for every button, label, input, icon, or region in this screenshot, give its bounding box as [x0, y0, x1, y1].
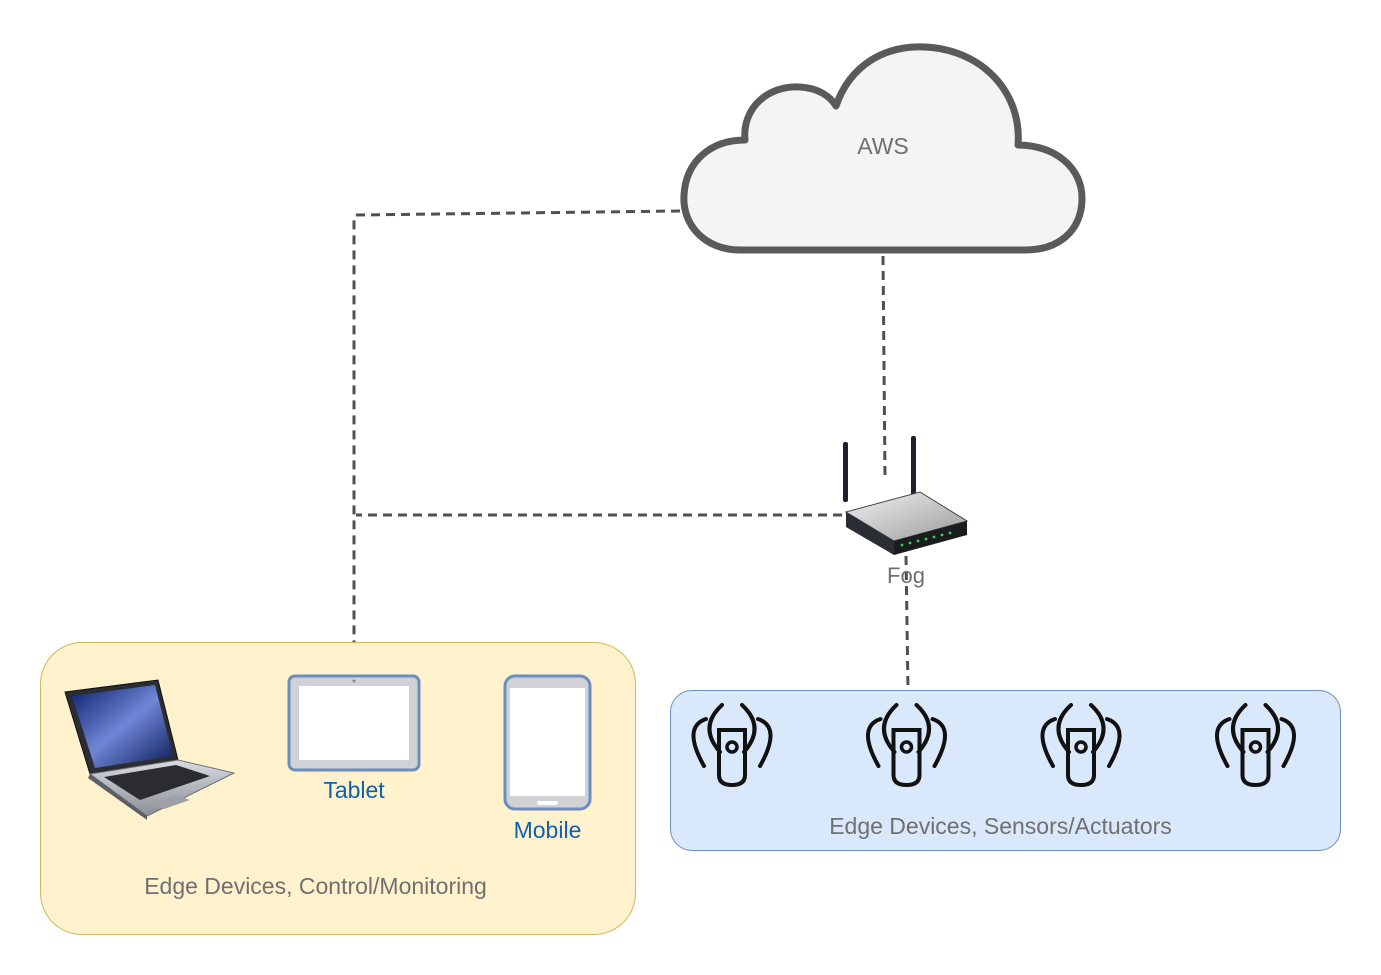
edge-cloud-to-fog — [881, 255, 887, 477]
edge-fog-to-sensors — [904, 555, 910, 691]
connection-edges — [352, 209, 910, 691]
fog-label: Fog — [887, 563, 925, 588]
sensor-icons — [691, 703, 1296, 788]
mobile-icon — [503, 674, 592, 811]
sensors-actuators-group — [670, 690, 1341, 851]
wireless-sensor-icon — [1040, 703, 1122, 788]
edge-cloud-to-control — [352, 209, 681, 642]
tablet-label: Tablet — [323, 777, 385, 803]
sensor-group-label: Edge Devices, Sensors/Actuators — [829, 813, 1172, 839]
router-icon — [843, 436, 969, 555]
control-group-label: Edge Devices, Control/Monitoring — [144, 873, 487, 899]
mobile-label: Mobile — [513, 817, 582, 843]
aws-label: AWS — [857, 133, 909, 159]
wireless-sensor-icon — [866, 703, 947, 788]
wireless-sensor-icon — [691, 703, 773, 788]
laptop-icon — [64, 679, 236, 820]
tablet-icon — [287, 674, 421, 772]
wireless-sensor-icon — [1215, 703, 1296, 788]
aws-cloud-icon — [680, 43, 1086, 254]
